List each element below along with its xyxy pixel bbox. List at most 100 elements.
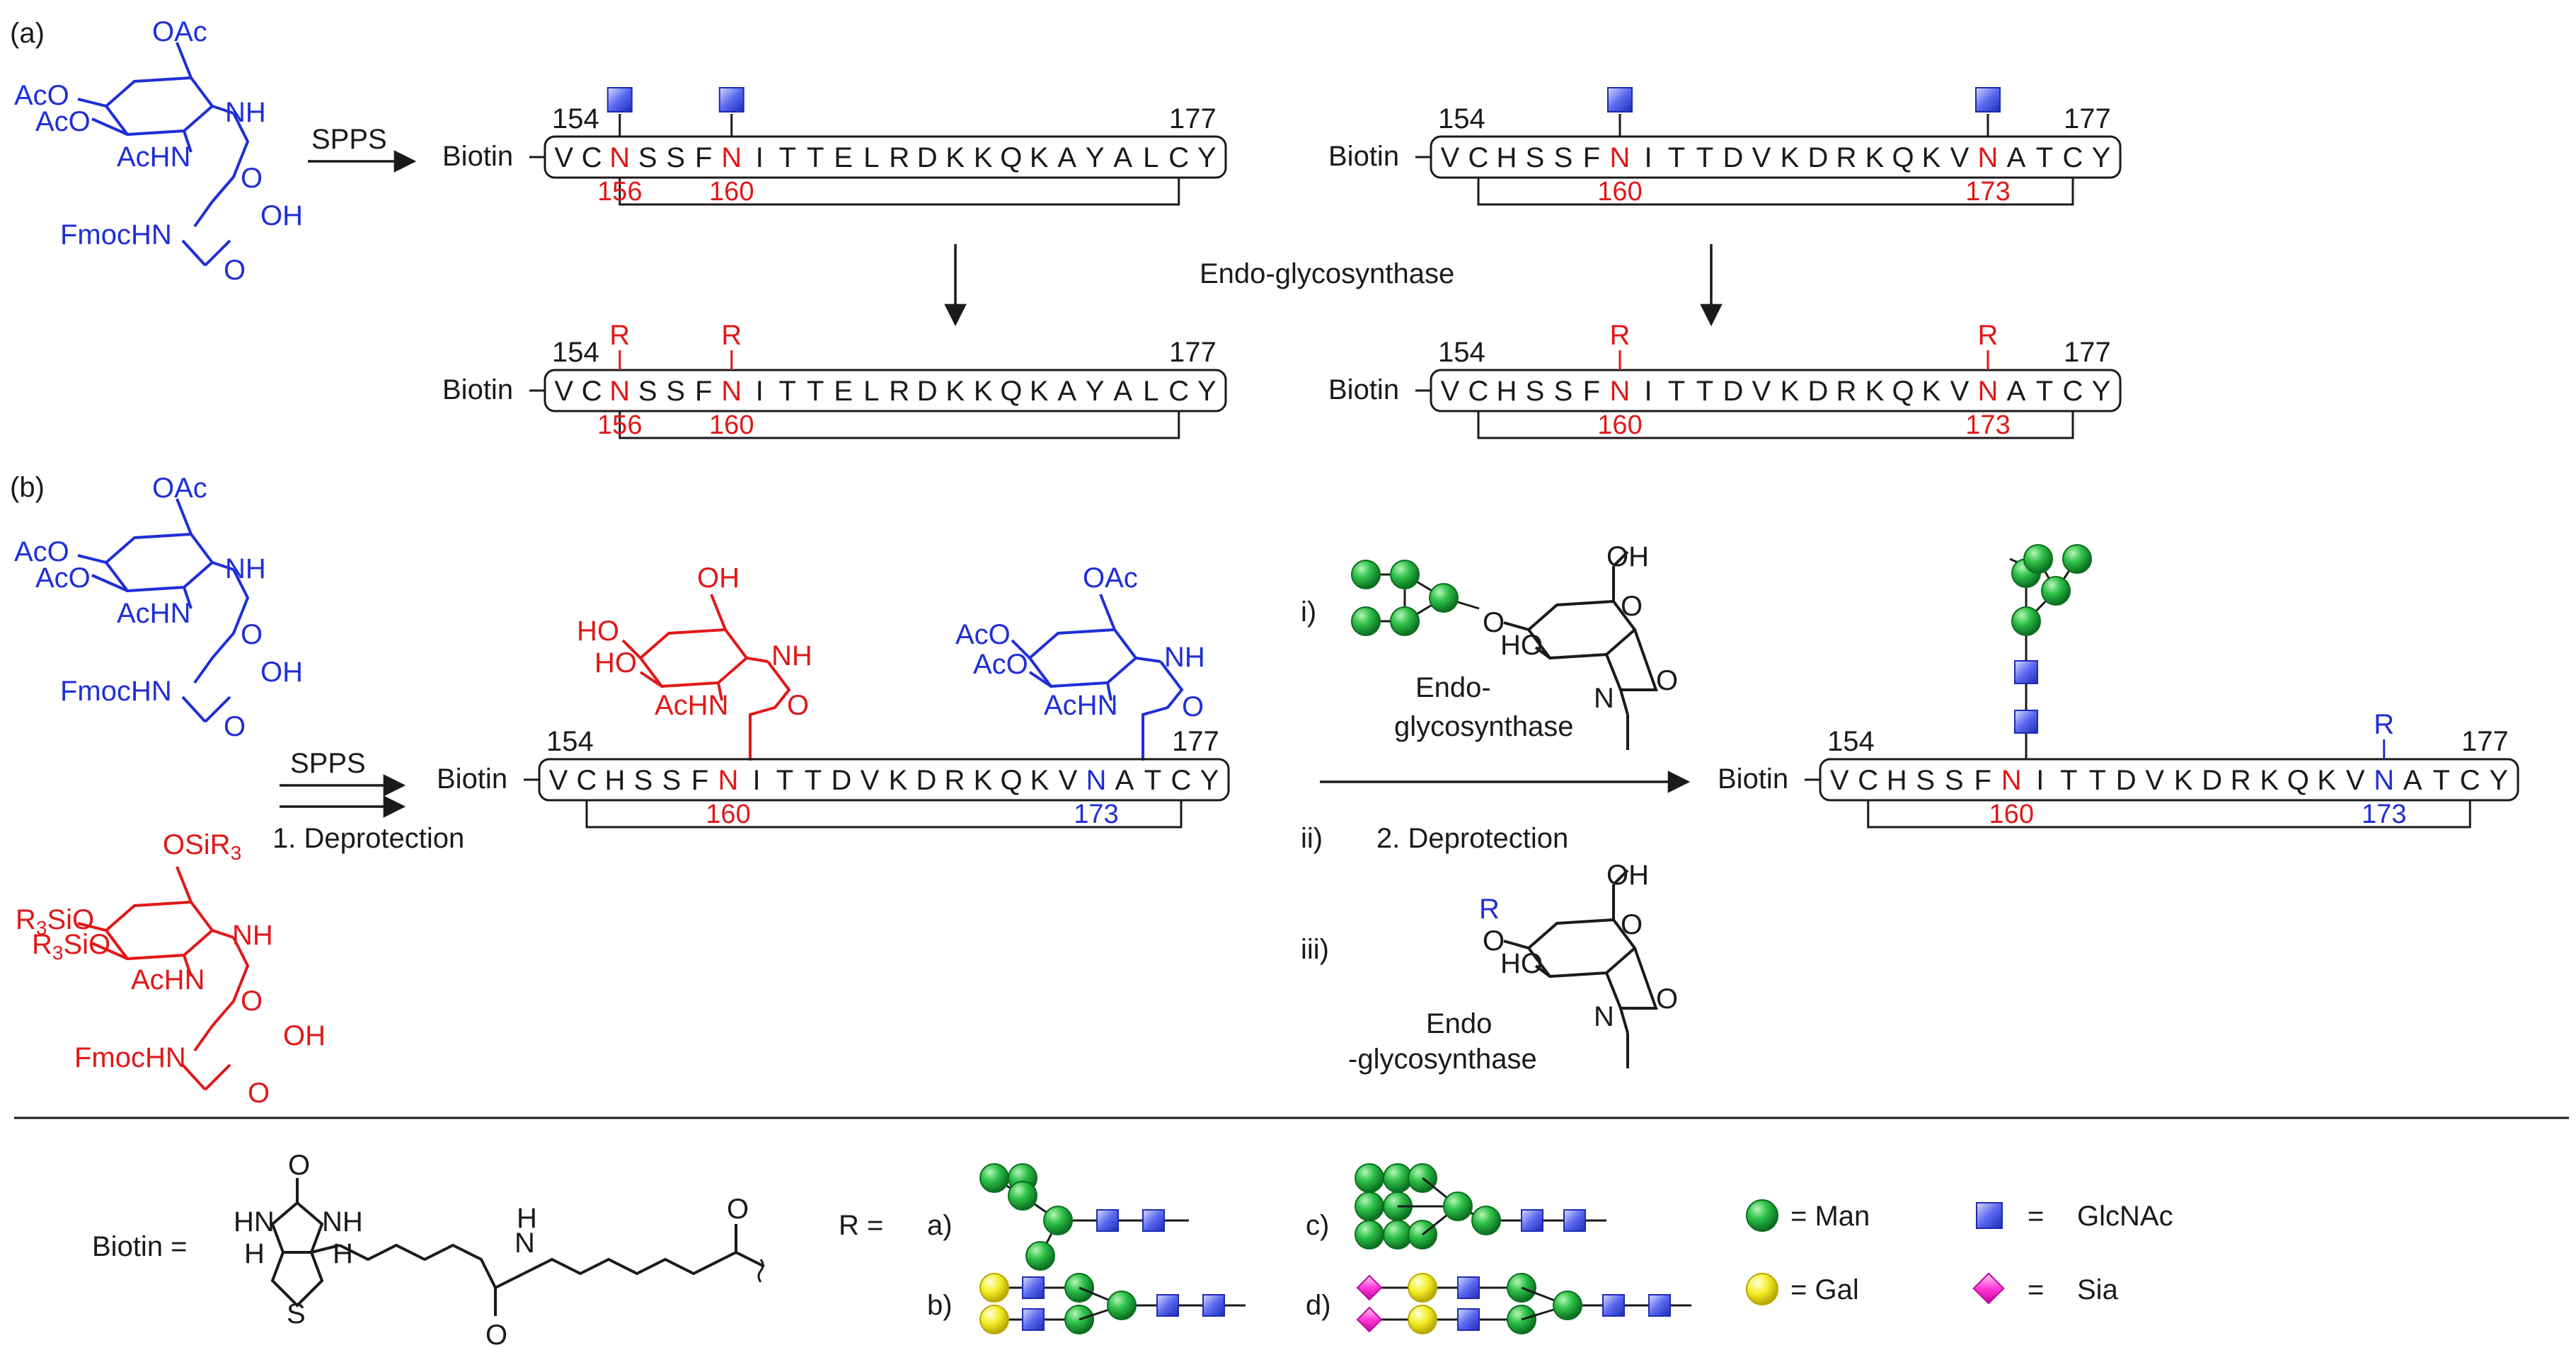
svg-text:HO: HO bbox=[577, 616, 619, 647]
blue-glcnac-on-peptide: OAc AcO AcO AcHN NH O bbox=[955, 562, 1205, 761]
svg-text:OAc: OAc bbox=[1083, 562, 1138, 594]
amino-acid-residue: A bbox=[1057, 376, 1076, 407]
svg-text:O: O bbox=[224, 255, 246, 286]
amino-acid-residue: K bbox=[1781, 376, 1800, 407]
amino-acid-residue: K bbox=[974, 376, 993, 407]
amino-acid-residue: N bbox=[1086, 765, 1107, 796]
glycan-c-man9 bbox=[1355, 1163, 1606, 1250]
glycan-r-label: R bbox=[1610, 320, 1631, 351]
amino-acid-residue: D bbox=[832, 765, 852, 796]
amino-acid-residue: N bbox=[609, 142, 630, 173]
glcnac-symbol bbox=[1607, 87, 1633, 112]
svg-text:O: O bbox=[1483, 925, 1505, 957]
amino-acid-residue: T bbox=[776, 765, 793, 796]
peptide-box bbox=[538, 758, 1230, 802]
oxazoline-donor-2: OH HO O N O O R bbox=[1479, 860, 1678, 1068]
glycan-a-label: a) bbox=[927, 1210, 953, 1241]
glycan-d-label: d) bbox=[1306, 1290, 1331, 1321]
glycan-c-label: c) bbox=[1306, 1210, 1329, 1241]
svg-text:NH: NH bbox=[1164, 642, 1205, 673]
amino-acid-residue: F bbox=[695, 376, 712, 407]
svg-text:S: S bbox=[287, 1298, 306, 1329]
amino-acid-residue: Y bbox=[2092, 142, 2111, 173]
residue-start-number: 154 bbox=[552, 337, 599, 368]
amino-acid-residue: I bbox=[756, 142, 764, 173]
amino-acid-residue: N bbox=[718, 765, 739, 796]
glycan-r-label: R bbox=[1978, 320, 1999, 351]
man-symbol bbox=[2011, 606, 2041, 636]
svg-text:OSiR3: OSiR3 bbox=[163, 829, 241, 864]
amino-acid-residue: S bbox=[1554, 142, 1573, 173]
svg-text:FmocHN: FmocHN bbox=[60, 219, 172, 250]
svg-text:AcHN: AcHN bbox=[1044, 690, 1117, 721]
glcnac-equals: = bbox=[2028, 1201, 2044, 1232]
amino-acid-residue: K bbox=[945, 142, 965, 173]
amino-acid-residue: Q bbox=[1000, 765, 1022, 796]
glycan-b-label: b) bbox=[927, 1290, 953, 1321]
biotin-prefix: Biotin bbox=[437, 763, 507, 795]
residue-position-label: 173 bbox=[2362, 800, 2406, 829]
amino-acid-residue: I bbox=[752, 765, 760, 796]
glcnac-symbol bbox=[718, 87, 744, 112]
amino-acid-residue: L bbox=[863, 142, 879, 173]
man-symbol bbox=[1471, 1206, 1501, 1235]
amino-acid-residue: S bbox=[1916, 765, 1935, 796]
amino-acid-residue: K bbox=[1865, 142, 1885, 173]
residue-position-label: 160 bbox=[1597, 177, 1642, 207]
residue-end-number: 177 bbox=[1169, 103, 1217, 134]
residue-end-number: 177 bbox=[2064, 103, 2111, 134]
glcnac-symbol bbox=[2014, 710, 2038, 734]
amino-acid-residue: V bbox=[861, 765, 880, 796]
svg-text:O: O bbox=[241, 619, 263, 650]
amino-acid-residue: L bbox=[1143, 142, 1158, 173]
glycan-r-label: R bbox=[721, 320, 742, 351]
amino-acid-residue: V bbox=[2145, 765, 2164, 796]
amino-acid-residue: K bbox=[1781, 142, 1800, 173]
amino-acid-residue: C bbox=[1171, 765, 1192, 796]
svg-text:AcHN: AcHN bbox=[655, 690, 728, 721]
man-symbol bbox=[1746, 1199, 1778, 1232]
amino-acid-residue: V bbox=[554, 376, 573, 407]
glcnac-symbol bbox=[1096, 1209, 1119, 1232]
disulfide-bracket bbox=[1867, 800, 2471, 829]
amino-acid-residue: E bbox=[834, 376, 853, 407]
svg-text:AcO: AcO bbox=[14, 536, 69, 567]
biotin-equals-label: Biotin = bbox=[92, 1231, 188, 1262]
glcnac-symbol bbox=[1976, 1202, 2003, 1229]
amino-acid-residue: D bbox=[2116, 765, 2137, 796]
svg-text:O: O bbox=[1621, 909, 1643, 940]
amino-acid-residue: H bbox=[1887, 765, 1907, 796]
amino-acid-residue: Y bbox=[1200, 765, 1219, 796]
residue-position-label: 173 bbox=[1074, 800, 1118, 829]
disulfide-bracket bbox=[619, 178, 1180, 206]
spps-label-b: SPPS bbox=[290, 748, 366, 779]
svg-text:NH: NH bbox=[225, 97, 266, 128]
amino-acid-residue: N bbox=[721, 142, 742, 173]
amino-acid-residue: T bbox=[805, 765, 822, 796]
peptide-box bbox=[1819, 758, 2519, 802]
endo-1a-label: Endo- bbox=[1415, 672, 1491, 703]
svg-text:AcHN: AcHN bbox=[117, 142, 190, 173]
amino-acid-residue: V bbox=[2346, 765, 2365, 796]
sia-symbol bbox=[1356, 1306, 1383, 1333]
peptide-box bbox=[544, 369, 1227, 412]
gal-symbol bbox=[1408, 1305, 1437, 1334]
amino-acid-residue: D bbox=[1723, 376, 1744, 407]
glcnac-symbol bbox=[1975, 87, 2001, 112]
man-symbol bbox=[1351, 606, 1381, 636]
biotin-prefix: Biotin bbox=[442, 141, 513, 172]
biotin-prefix: Biotin bbox=[1328, 374, 1399, 405]
amino-acid-residue: T bbox=[2060, 765, 2077, 796]
glcnac-symbol bbox=[2014, 660, 2038, 684]
glcnac-symbol bbox=[1022, 1308, 1045, 1331]
amino-acid-residue: R bbox=[1836, 142, 1857, 173]
amino-acid-residue: N bbox=[721, 376, 742, 407]
residue-start-number: 154 bbox=[1827, 726, 1875, 757]
glcnac-symbol bbox=[1142, 1209, 1165, 1232]
peptide-box bbox=[1430, 135, 2122, 179]
gal-symbol bbox=[979, 1305, 1009, 1334]
amino-acid-residue: K bbox=[1030, 376, 1049, 407]
man-symbol bbox=[979, 1163, 1009, 1193]
svg-text:O: O bbox=[1182, 691, 1204, 722]
